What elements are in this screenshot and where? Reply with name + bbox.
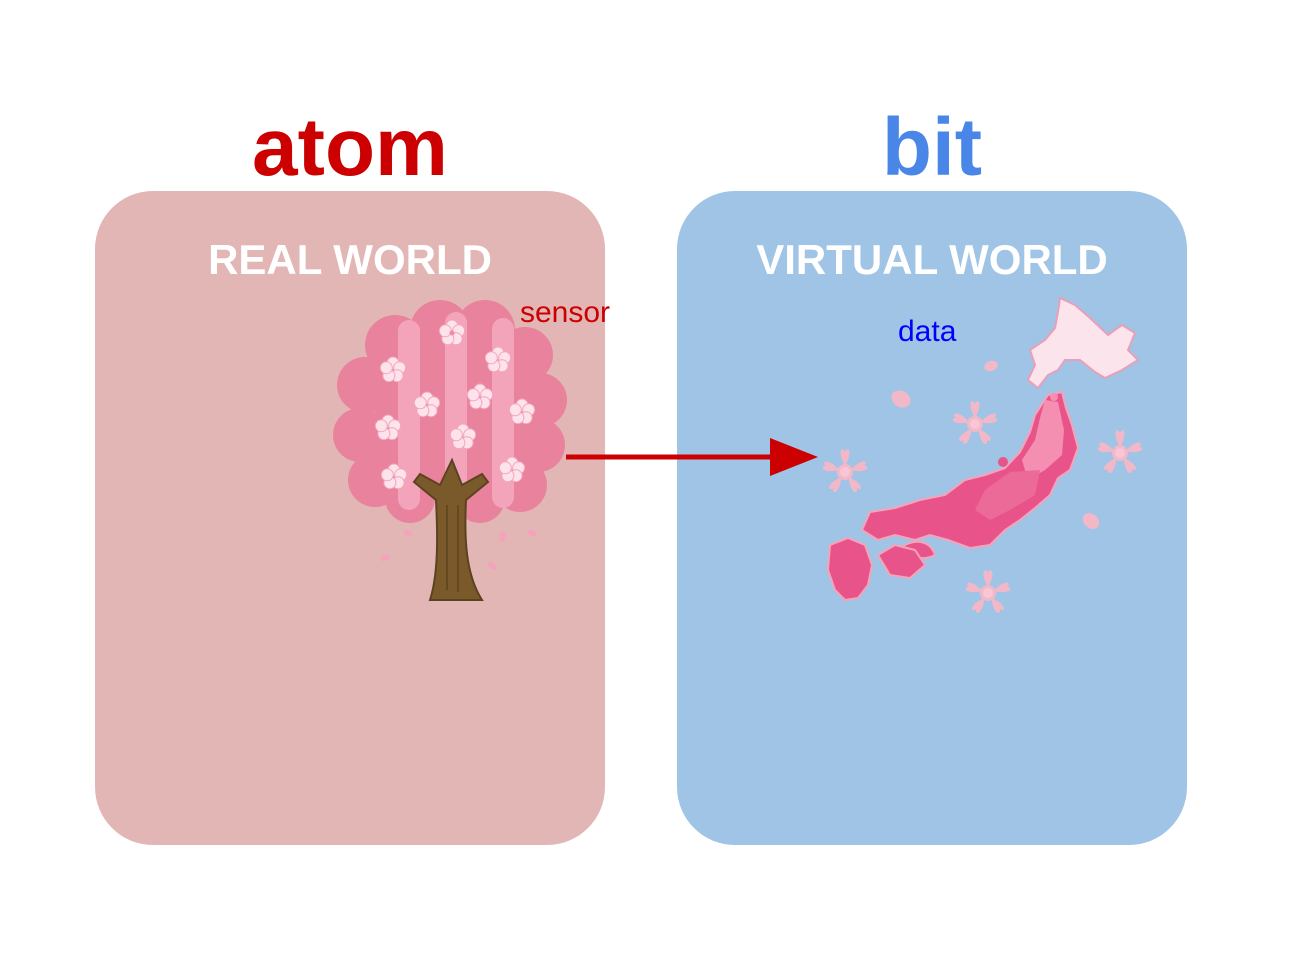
right-arrow-icon bbox=[566, 438, 818, 476]
real-world-panel bbox=[95, 191, 605, 845]
data-label: data bbox=[898, 315, 957, 348]
bit-heading: bit bbox=[881, 102, 983, 193]
sensor-label: sensor bbox=[520, 296, 611, 329]
virtual-world-title: VIRTUAL WORLD bbox=[756, 236, 1108, 283]
japan-sakura-map-icon bbox=[822, 296, 1143, 614]
cherry-blossom-tree-icon bbox=[333, 300, 567, 601]
atom-heading: atom bbox=[252, 102, 448, 193]
real-world-title: REAL WORLD bbox=[208, 236, 492, 283]
